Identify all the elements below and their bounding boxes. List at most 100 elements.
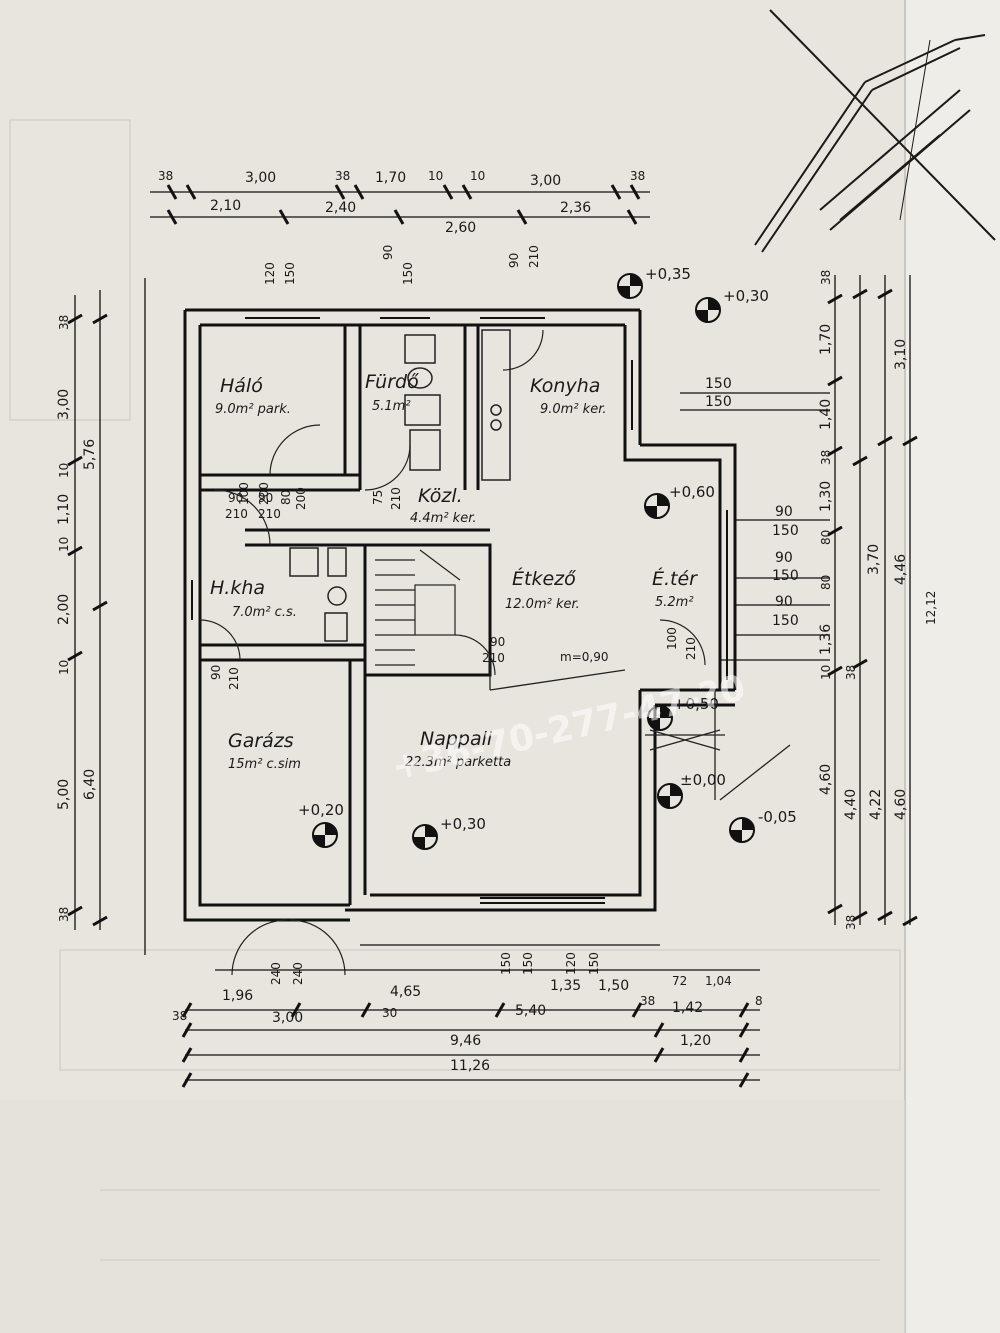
dim-left-i: 38 (57, 907, 71, 922)
room-area-furdo: 5.1m² (372, 399, 411, 414)
level-symbol (729, 817, 755, 843)
bottom-dimensions: 240 240 150 150 120 150 1,96 4,65 1,35 1… (172, 952, 763, 1074)
dim-right-f: 80 (819, 530, 833, 545)
level-m: m=0,90 (560, 650, 608, 664)
level-symbol (617, 273, 643, 299)
dim-right-i: 10 (819, 665, 833, 680)
level-markers: +0,35 +0,30 +0,60 +0,50 ±0,00 -0,05 +0,2… (298, 265, 797, 850)
dim-right-s3: 4,46 (893, 554, 909, 585)
dim-right-c: 1,40 (818, 399, 834, 430)
dim-right-h: 1,36 (818, 624, 834, 655)
dim-eter-e6: 150 (772, 613, 799, 629)
next-page-edge (905, 0, 1000, 1333)
bleed-through-lines (9, 119, 901, 1261)
dim-left-f: 2,00 (56, 594, 72, 625)
dim-right-g: 80 (819, 575, 833, 590)
dim-kitchen-k2: 150 (705, 394, 732, 410)
left-dimensions: 38 3,00 10 1,10 10 2,00 10 5,00 38 5,76 … (56, 315, 98, 922)
dim-bottom-w3: 120 (564, 952, 578, 975)
room-area-garazs: 15m² c.sim (228, 757, 301, 772)
dim-door-d10: 210 (684, 637, 698, 660)
level-l1: +0,35 (645, 265, 691, 283)
dim-right-d: 38 (819, 450, 833, 465)
room-name-eter: É.tér (652, 567, 698, 590)
walls (183, 308, 737, 922)
roof-sketch (754, 9, 996, 253)
dim-bottom-m: 8 (755, 994, 763, 1008)
level-symbol (657, 783, 683, 809)
dim-door-d15: 100 (237, 482, 251, 505)
dim-door-d12: 210 (258, 507, 281, 521)
level-symbol (647, 705, 673, 731)
dim-right-e: 1,30 (818, 481, 834, 512)
room-name-kozl: Közl. (418, 485, 463, 507)
dim-bottom-o: 1,20 (680, 1033, 711, 1049)
room-name-konyha: Konyha (530, 375, 600, 397)
dim-door-d2: 210 (225, 507, 248, 521)
room-name-halo: Háló (220, 375, 263, 397)
dim-eter-e5: 90 (775, 594, 793, 610)
dim-right-s1: 3,10 (893, 339, 909, 370)
dim-right-s7: 12,12 (924, 591, 938, 625)
dim-door-d11: 90 (258, 491, 273, 505)
room-area-kozl: 4.4m² ker. (410, 511, 477, 526)
level-symbol (412, 824, 438, 850)
dim-eter-e3: 90 (775, 550, 793, 566)
room-area-eter: 5.2m² (655, 595, 694, 610)
dim-kitchen-k1: 150 (705, 376, 732, 392)
dim-top-a: 38 (158, 169, 173, 183)
dim-left-t2: 6,40 (82, 769, 98, 800)
dim-right-s6: 4,60 (893, 789, 909, 820)
dim-right-s4: 4,40 (843, 789, 859, 820)
dim-bottom-l: 1,42 (672, 1000, 703, 1016)
dim-left-c: 10 (57, 463, 71, 478)
level-l6: -0,05 (758, 808, 797, 826)
dim-eter-e1: 90 (775, 504, 793, 520)
level-l8: +0,30 (440, 815, 486, 833)
level-l2: +0,30 (723, 287, 769, 305)
dim-bottom-d: 1,50 (598, 978, 629, 994)
dim-door-d13: 80 (279, 490, 293, 505)
dim-bottom-c: 1,35 (550, 978, 581, 994)
level-l7: +0,20 (298, 801, 344, 819)
dim-top-w4: 150 (401, 262, 415, 285)
room-name-hkha: H.kha (210, 577, 265, 599)
dim-top-f: 10 (470, 169, 485, 183)
dim-bottom-h: 3,00 (272, 1010, 303, 1026)
dim-left-b: 3,00 (56, 389, 72, 420)
room-name-etkezo: Étkező (512, 567, 576, 590)
dim-bottom-p: 11,26 (450, 1058, 490, 1074)
dim-door-d1: 90 (228, 491, 243, 505)
dim-eter-e4: 150 (772, 568, 799, 584)
dim-right-l: 38 (844, 915, 858, 930)
dim-top-w1: 120 (263, 262, 277, 285)
dim-door-d14: 200 (294, 487, 308, 510)
dim-bottom-w4: 150 (587, 952, 601, 975)
room-area-konyha: 9.0m² ker. (540, 402, 607, 417)
dim-right-a: 38 (819, 270, 833, 285)
dim-bottom-g1: 240 (269, 962, 283, 985)
dim-door-d3: 75 (371, 490, 385, 505)
dim-bottom-g: 38 (172, 1009, 187, 1023)
dim-top-g: 3,00 (530, 173, 561, 189)
dim-door-d6: 210 (482, 651, 505, 665)
dim-bottom-f: 1,04 (705, 974, 732, 988)
door-swings (199, 329, 706, 976)
level-symbol (312, 822, 338, 848)
level-symbol (644, 493, 670, 519)
room-area-hkha: 7.0m² c.s. (232, 605, 297, 620)
dim-right-k: 4,60 (818, 764, 834, 795)
dim-top-b: 3,00 (245, 170, 276, 186)
dim-top-w2: 150 (283, 262, 297, 285)
dim-door-d8: 210 (227, 667, 241, 690)
dim-left-h: 5,00 (56, 779, 72, 810)
room-area-nappali: 22.3m² parketta (405, 755, 511, 770)
dim-top-d: 1,70 (375, 170, 406, 186)
level-symbol (695, 297, 721, 323)
dimension-lines (74, 191, 911, 1081)
room-labels: Háló 9.0m² park. Fürdő 5.1m² Konyha 9.0m… (210, 371, 698, 772)
dim-top-w6: 210 (527, 245, 541, 268)
dim-door-d4: 210 (389, 487, 403, 510)
dim-top-w3: 90 (381, 245, 395, 260)
